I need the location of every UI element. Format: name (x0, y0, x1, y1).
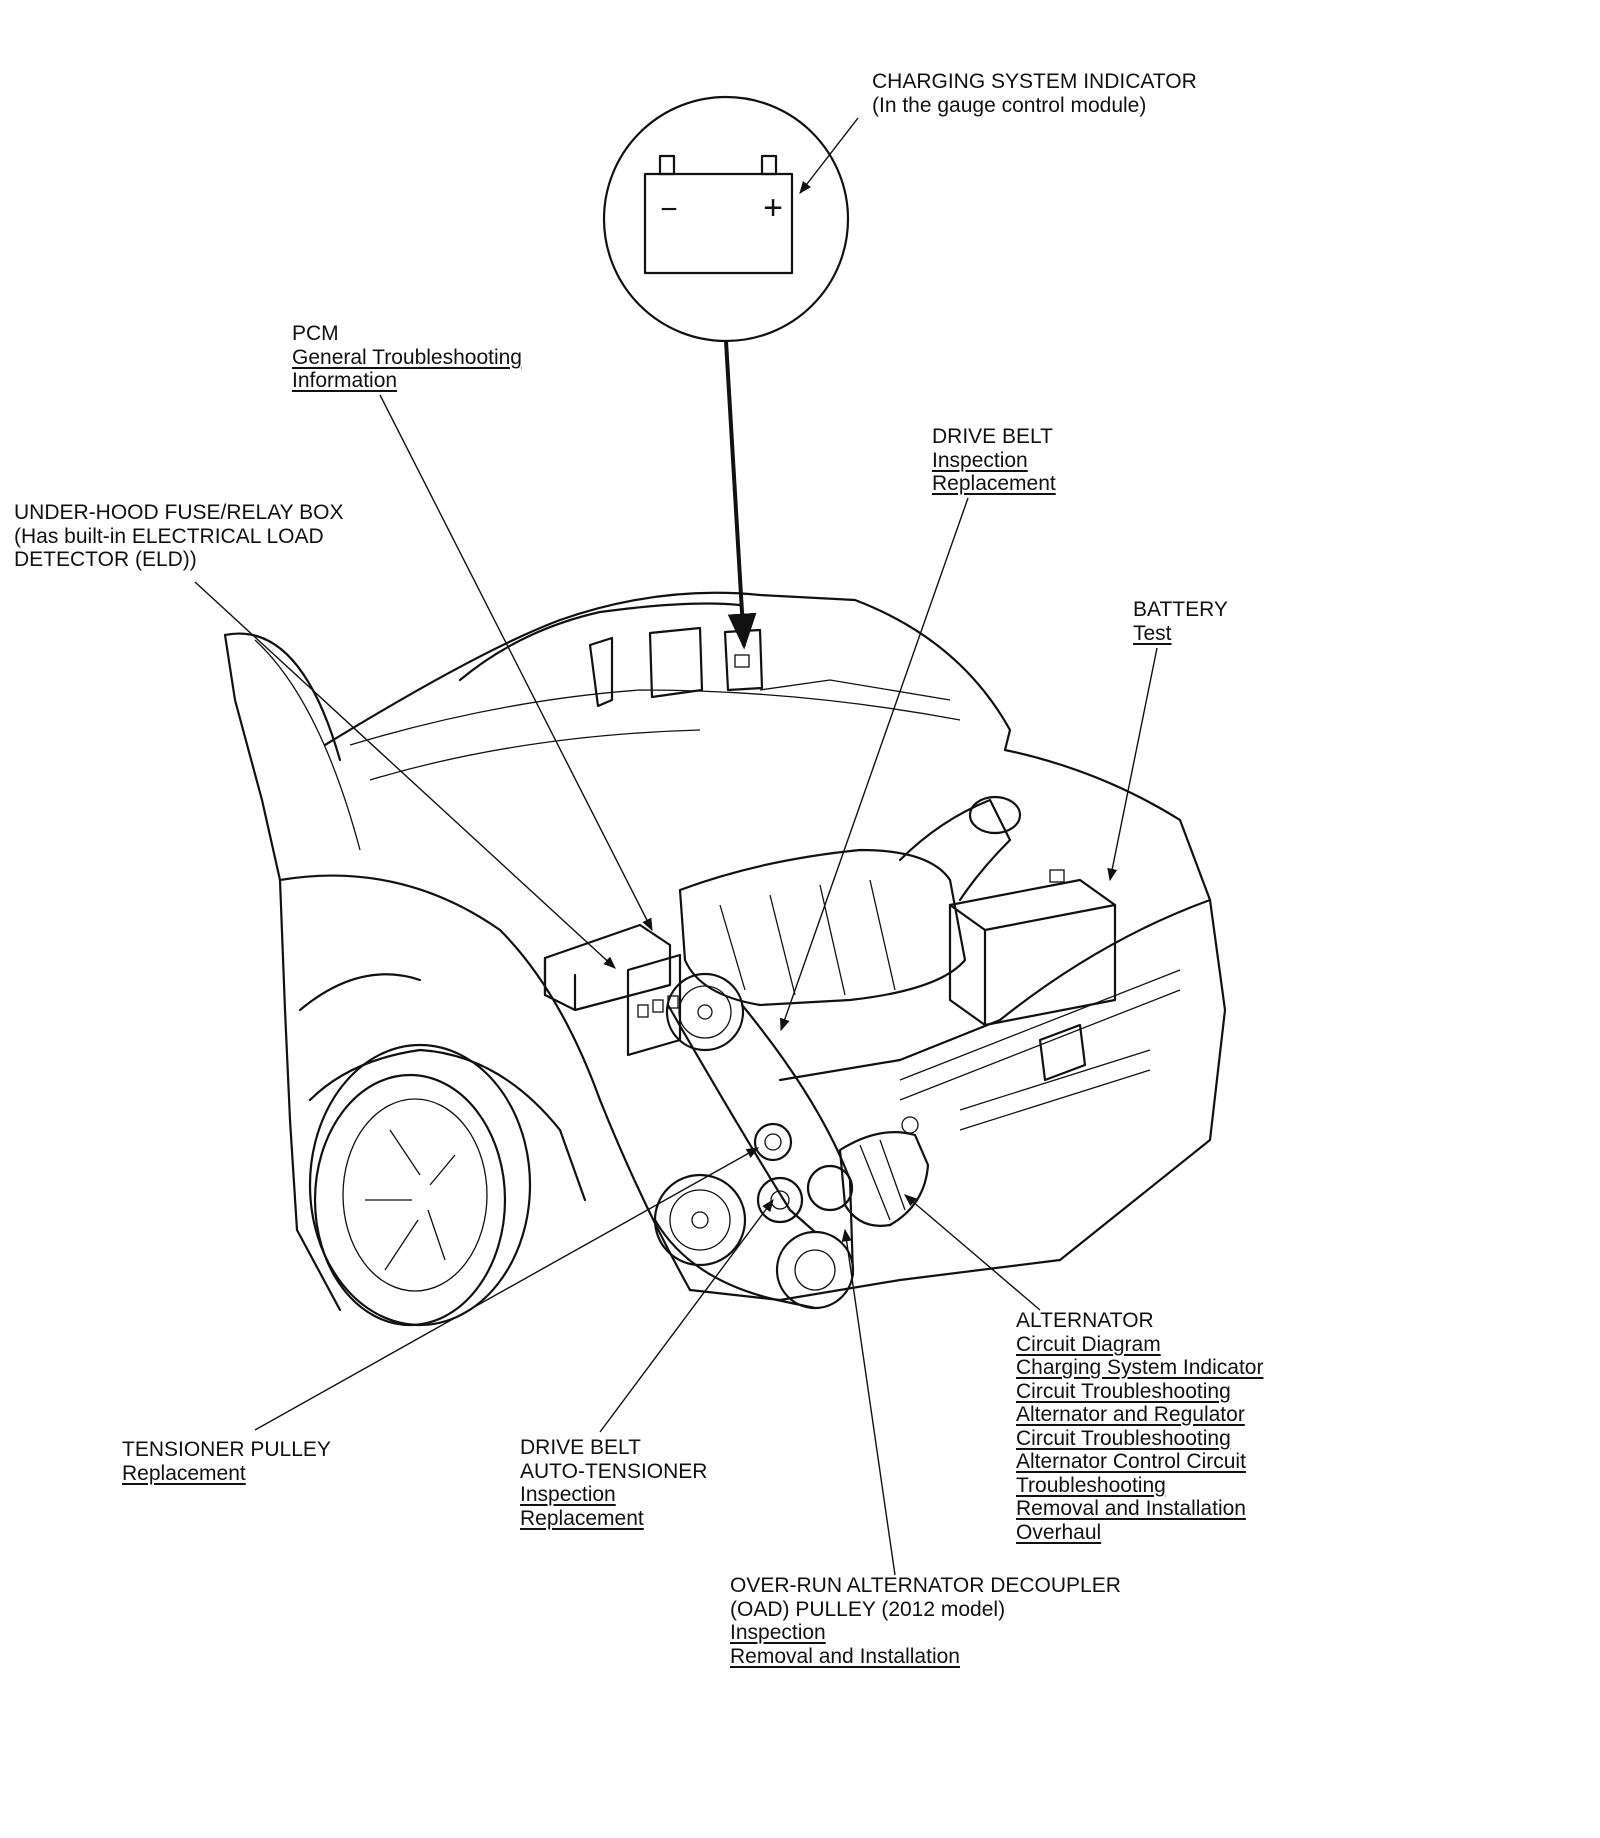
indicator-minus-symbol: − (660, 193, 678, 226)
oad-pulley-link-removal-installation[interactable]: Removal and Installation (730, 1644, 960, 1668)
tensioner-pulley-title: TENSIONER PULLEY (122, 1438, 331, 1461)
indicator-plus-symbol: + (763, 189, 783, 227)
auto-tensioner-title-2: AUTO-TENSIONER (520, 1459, 708, 1483)
alternator-link-overhaul[interactable]: Overhaul (1016, 1520, 1102, 1544)
pcm-link-information[interactable]: Information (292, 369, 398, 392)
oad-pulley-title-2: (OAD) PULLEY (2012 model) (730, 1597, 1006, 1621)
alternator-link-circuit-troubleshooting-1[interactable]: Circuit Troubleshooting (1016, 1379, 1231, 1403)
battery-title: BATTERY (1133, 598, 1228, 621)
callout-battery: BATTERY Test (1133, 598, 1228, 645)
alternator-title: ALTERNATOR (1016, 1309, 1154, 1332)
charging-indicator-note: (In the gauge control module) (872, 93, 1147, 117)
alternator-link-charging-indicator[interactable]: Charging System Indicator (1016, 1356, 1264, 1379)
tensioner-pulley-link-replacement[interactable]: Replacement (122, 1461, 246, 1485)
drive-belt-title: DRIVE BELT (932, 425, 1053, 448)
leader-lines (194, 117, 1158, 1576)
callout-charging-system-indicator: CHARGING SYSTEM INDICATOR (In the gauge … (872, 70, 1197, 117)
battery-link-test[interactable]: Test (1133, 621, 1172, 645)
alternator-link-removal-installation[interactable]: Removal and Installation (1016, 1497, 1246, 1520)
oad-pulley-title-1: OVER-RUN ALTERNATOR DECOUPLER (730, 1574, 1121, 1597)
alternator-link-alternator-regulator[interactable]: Alternator and Regulator (1016, 1403, 1245, 1426)
alternator-link-circuit-diagram[interactable]: Circuit Diagram (1016, 1332, 1161, 1356)
alternator-link-circuit-troubleshooting-2[interactable]: Circuit Troubleshooting (1016, 1426, 1231, 1450)
pcm-title: PCM (292, 322, 339, 345)
callout-drive-belt-auto-tensioner: DRIVE BELT AUTO-TENSIONER Inspection Rep… (520, 1436, 707, 1530)
callout-alternator: ALTERNATOR Circuit Diagram Charging Syst… (1016, 1309, 1263, 1544)
drive-belt-link-inspection[interactable]: Inspection (932, 448, 1028, 472)
auto-tensioner-title-1: DRIVE BELT (520, 1436, 641, 1459)
callout-under-hood-fuse-relay-box: UNDER-HOOD FUSE/RELAY BOX (Has built-in … (14, 501, 343, 572)
alternator-link-troubleshooting[interactable]: Troubleshooting (1016, 1473, 1166, 1497)
fuse-box-note-1: (Has built-in ELECTRICAL LOAD (14, 524, 324, 548)
callout-tensioner-pulley: TENSIONER PULLEY Replacement (122, 1438, 331, 1485)
vehicle-body (223, 591, 1227, 1327)
alternator-link-control-circuit[interactable]: Alternator Control Circuit (1016, 1450, 1246, 1473)
fuse-box-note-2: DETECTOR (ELD)) (14, 548, 197, 571)
oad-pulley-link-inspection[interactable]: Inspection (730, 1621, 826, 1644)
belt-drive-assembly (653, 972, 930, 1310)
pcm-link-general-troubleshooting[interactable]: General Troubleshooting (292, 345, 522, 369)
fuse-box-title: UNDER-HOOD FUSE/RELAY BOX (14, 501, 344, 524)
callout-oad-pulley: OVER-RUN ALTERNATOR DECOUPLER (OAD) PULL… (730, 1574, 1121, 1668)
charging-indicator-zoom: − + (602, 95, 850, 650)
callout-drive-belt: DRIVE BELT Inspection Replacement (932, 425, 1056, 496)
charging-indicator-title: CHARGING SYSTEM INDICATOR (872, 70, 1197, 93)
drive-belt-link-replacement[interactable]: Replacement (932, 472, 1056, 495)
auto-tensioner-link-inspection[interactable]: Inspection (520, 1483, 616, 1506)
auto-tensioner-link-replacement[interactable]: Replacement (520, 1506, 644, 1530)
callout-pcm: PCM General Troubleshooting Information (292, 322, 522, 393)
